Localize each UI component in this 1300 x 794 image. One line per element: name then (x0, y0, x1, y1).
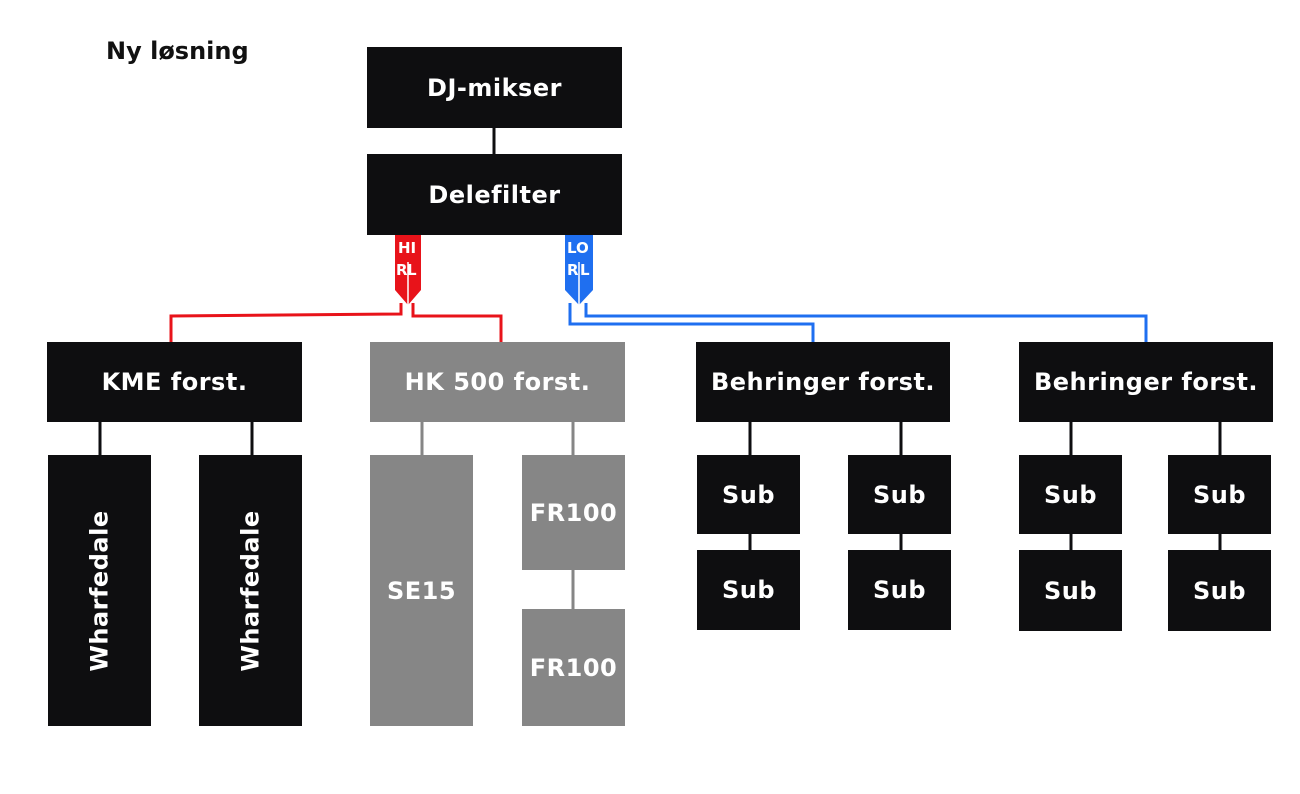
sub-speaker: Sub (848, 455, 951, 534)
sub-speaker: Sub (697, 550, 800, 630)
page-title: Ny løsning (106, 37, 249, 65)
sub-speaker: Sub (1168, 550, 1271, 631)
hi-r-label: R (396, 261, 408, 279)
lo-r-label: R (567, 261, 579, 279)
sub-speaker: Sub (697, 455, 800, 534)
lo-l-label: L (580, 261, 590, 279)
hi-output-label: HI R L (395, 241, 421, 281)
lo-label: LO (567, 239, 589, 257)
hk500-amplifier-box: HK 500 forst. (370, 342, 625, 422)
hi-label: HI (398, 239, 417, 257)
hi-l-label: L (407, 261, 417, 279)
lo-output-label: LO R L (565, 241, 593, 281)
wharfedale-speaker-1: Wharfedale (48, 455, 151, 726)
wharfedale-label: Wharfedale (85, 509, 114, 672)
fr100-speaker-1: FR100 (522, 455, 625, 570)
behringer-amplifier-box-2: Behringer forst. (1019, 342, 1273, 422)
dj-mixer-box: DJ-mikser (367, 47, 622, 128)
sub-speaker: Sub (848, 550, 951, 630)
fr100-speaker-2: FR100 (522, 609, 625, 726)
wharfedale-label: Wharfedale (236, 509, 265, 672)
sub-speaker: Sub (1019, 550, 1122, 631)
crossover-box: Delefilter (367, 154, 622, 235)
behringer-amplifier-box-1: Behringer forst. (696, 342, 950, 422)
sub-speaker: Sub (1168, 455, 1271, 534)
wharfedale-speaker-2: Wharfedale (199, 455, 302, 726)
se15-speaker: SE15 (370, 455, 473, 726)
sub-speaker: Sub (1019, 455, 1122, 534)
kme-amplifier-box: KME forst. (47, 342, 302, 422)
